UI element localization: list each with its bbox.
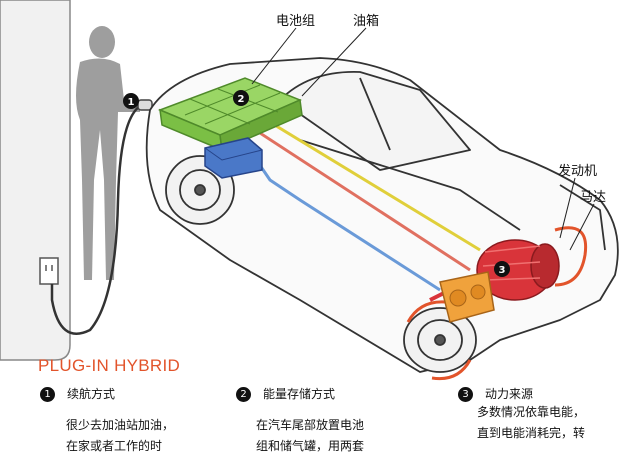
section-1-text: 很少去加油站加油， 在家或者工作的时 xyxy=(66,415,174,457)
marker-3: 3 xyxy=(494,261,510,277)
marker-1: 1 xyxy=(123,93,139,109)
front-wheel xyxy=(403,307,477,373)
section-1-line-2: 在家或者工作的时 xyxy=(66,439,163,453)
section-1-heading: 1 续航方式 xyxy=(40,385,115,402)
wall-outlet xyxy=(39,257,59,285)
engine-leader-line xyxy=(559,177,576,239)
motor-leader-line xyxy=(569,203,595,251)
marker-2: 2 xyxy=(233,90,249,106)
section-3-line-1: 多数情况依靠电能， xyxy=(477,405,586,419)
section-1-number: 1 xyxy=(40,387,55,402)
red-connection-line xyxy=(239,118,471,272)
section-1-line-1: 很少去加油站加油， xyxy=(66,418,175,432)
engine-rotation-arrow xyxy=(554,226,588,287)
section-2-title: 能量存储方式 xyxy=(263,387,336,401)
person-silhouette xyxy=(76,26,140,280)
section-3-number: 3 xyxy=(458,387,473,402)
section-2-text: 在汽车尾部放置电池 组和储气罐，用两套 xyxy=(256,415,364,457)
section-2-line-2: 组和储气罐，用两套 xyxy=(256,439,365,453)
svg-text:2: 2 xyxy=(238,94,245,105)
section-1-title: 续航方式 xyxy=(67,387,116,401)
battery-pack xyxy=(157,77,303,152)
diagram-title: PLUG-IN HYBRID xyxy=(38,356,181,375)
section-2-number: 2 xyxy=(236,387,251,402)
engine-label: 发动机 xyxy=(558,164,598,179)
svg-text:1: 1 xyxy=(128,97,135,108)
wall xyxy=(0,0,71,361)
fuel-tank xyxy=(204,137,263,179)
gasoline-engine xyxy=(439,271,495,323)
svg-text:3: 3 xyxy=(499,265,506,276)
section-3-title: 动力来源 xyxy=(485,387,534,401)
battery-leader-line xyxy=(251,27,297,85)
fuel-tank-leader-line xyxy=(301,27,367,97)
battery-label: 电池组 xyxy=(276,14,316,29)
charging-cable xyxy=(50,104,141,335)
section-3-text: 多数情况依靠电能， 直到电能消耗完，转 xyxy=(477,402,585,444)
section-2-heading: 2 能量存储方式 xyxy=(236,385,335,402)
yellow-connection-line xyxy=(249,108,481,252)
charging-plug xyxy=(137,99,153,111)
electric-motor xyxy=(476,239,560,301)
section-3-line-2: 直到电能消耗完，转 xyxy=(477,426,586,440)
fuel-tank-label: 油箱 xyxy=(353,14,380,29)
section-3-heading: 3 动力来源 xyxy=(458,385,533,402)
front-wheel-rotation-arrow xyxy=(406,300,472,381)
section-2-line-1: 在汽车尾部放置电池 xyxy=(256,418,365,432)
motor-label: 马达 xyxy=(580,190,607,205)
